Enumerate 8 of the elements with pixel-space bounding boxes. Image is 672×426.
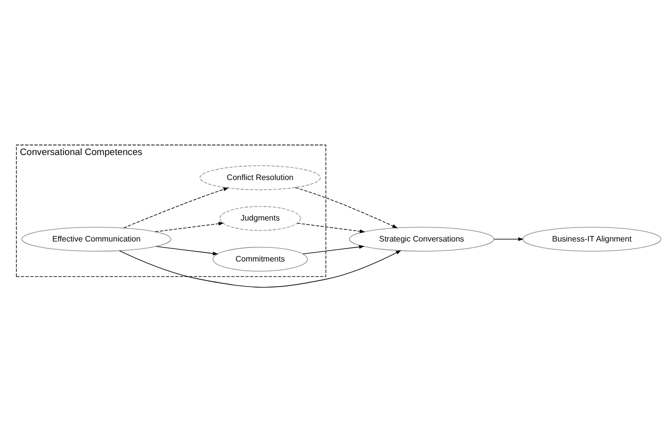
- arrow: [297, 222, 366, 233]
- arrow: [154, 221, 224, 232]
- arrow: [302, 244, 364, 254]
- arrow: [156, 246, 218, 255]
- arrow: [123, 187, 229, 228]
- arrow: [119, 250, 402, 288]
- arrow: [494, 236, 524, 241]
- arrow: [294, 186, 398, 228]
